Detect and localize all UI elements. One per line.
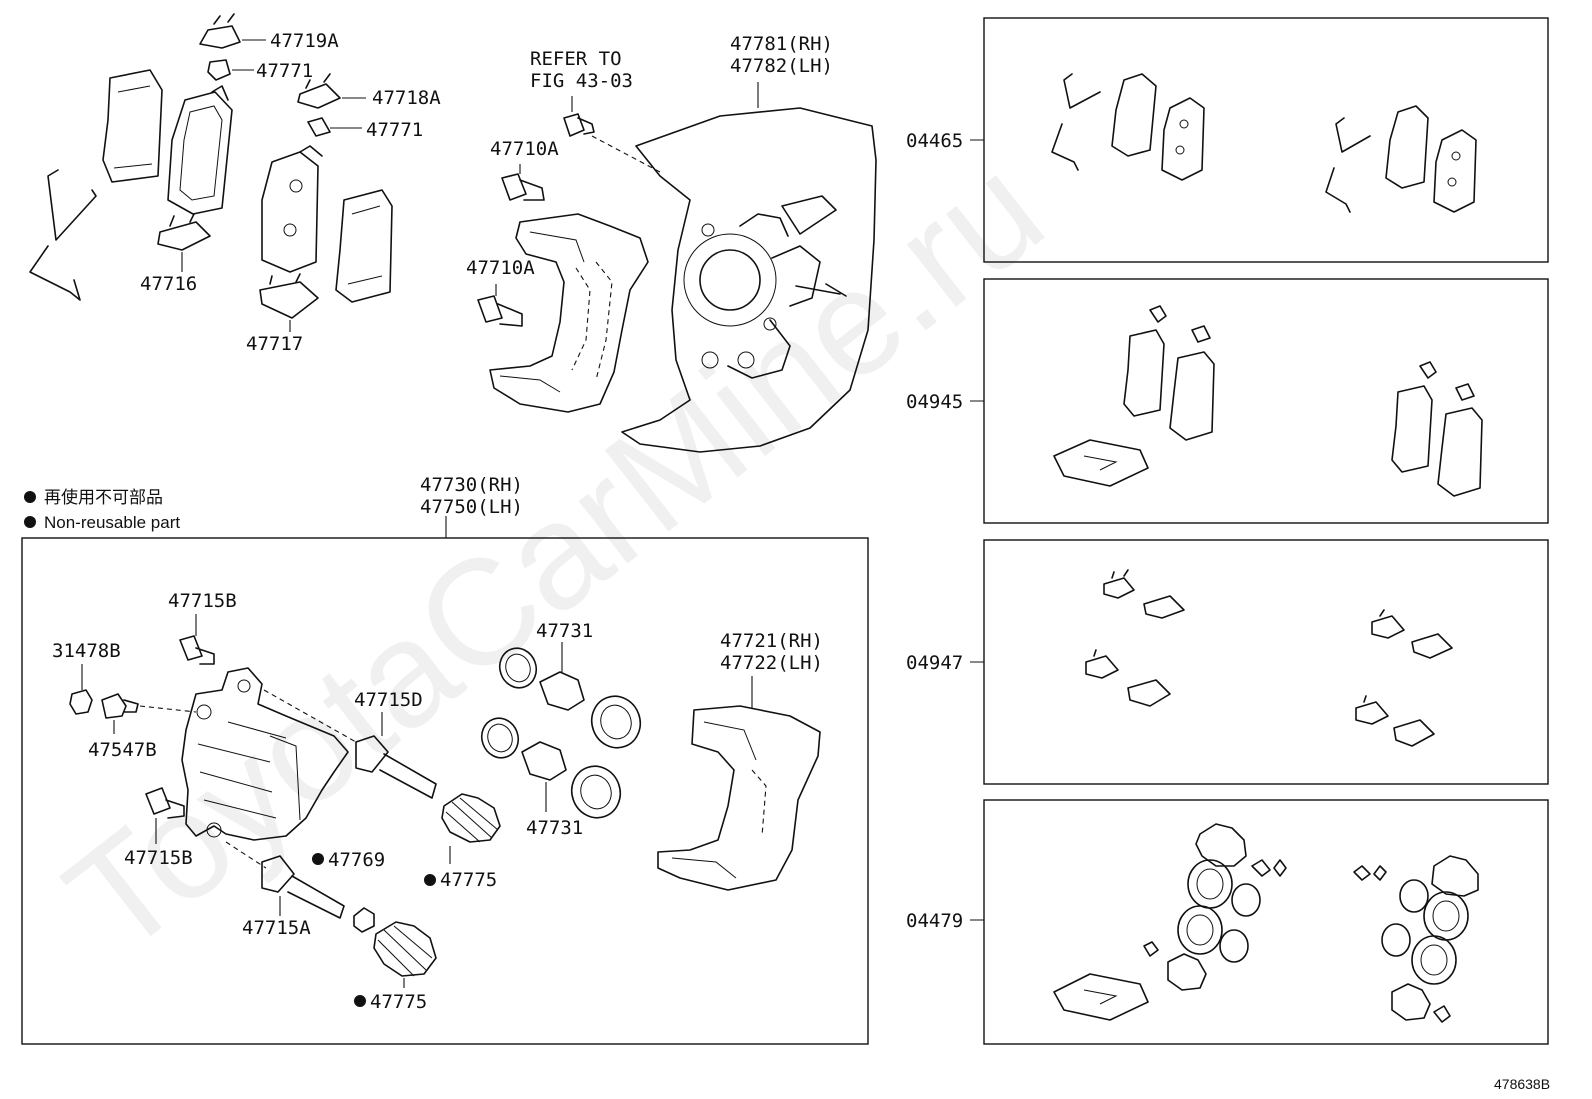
label-47775-b: 47775 bbox=[370, 991, 427, 1013]
label-47710A-top: 47710A bbox=[490, 138, 559, 160]
label-47718A: 47718A bbox=[372, 87, 441, 109]
ref-line2: FIG 43-03 bbox=[530, 70, 633, 92]
figure-number: 478638B bbox=[1494, 1076, 1550, 1092]
label-47716: 47716 bbox=[140, 273, 197, 295]
kit-label-04947: 04947 bbox=[906, 652, 963, 674]
part-labels: 47719A 47771 47718A 47771 47716 47717 RE… bbox=[52, 30, 1550, 1092]
label-47775-a: 47775 bbox=[440, 869, 497, 891]
cylinder-boot-upper bbox=[590, 695, 642, 749]
pad-group bbox=[29, 13, 393, 332]
nonreusable-bullet-47769 bbox=[312, 853, 324, 865]
clip-47718A bbox=[297, 73, 341, 109]
kit-box-04947 bbox=[983, 539, 1549, 785]
legend-ja: 再使用不可部品 bbox=[44, 487, 163, 507]
caliper-assembly-box bbox=[21, 537, 869, 1045]
label-47750: 47750(LH) bbox=[420, 496, 523, 518]
kit-label-04465: 04465 bbox=[906, 130, 963, 152]
kit-box-04465 bbox=[983, 17, 1549, 263]
label-47719A: 47719A bbox=[270, 30, 339, 52]
caliper-body bbox=[181, 667, 349, 841]
kit-label-04479: 04479 bbox=[906, 910, 963, 932]
clip-47771-a bbox=[207, 59, 231, 81]
piston-seal-upper bbox=[498, 647, 538, 689]
label-47715B-top: 47715B bbox=[168, 590, 237, 612]
legend-bullet-ja bbox=[24, 491, 36, 503]
shim-outer bbox=[102, 69, 163, 183]
legend-bullet-en bbox=[24, 516, 36, 528]
bleeder-cap bbox=[69, 689, 93, 715]
disc-dust-shield bbox=[621, 82, 877, 453]
label-47769: 47769 bbox=[328, 849, 385, 871]
mounting-group bbox=[477, 96, 661, 413]
cylinder-boot-lower bbox=[570, 765, 622, 819]
label-47722: 47722(LH) bbox=[720, 652, 823, 674]
label-47715D: 47715D bbox=[354, 689, 423, 711]
label-31478B: 31478B bbox=[52, 640, 121, 662]
label-47771-b: 47771 bbox=[366, 119, 423, 141]
clip-47716 bbox=[157, 213, 211, 251]
bolt-47710A-top bbox=[501, 173, 545, 201]
kit-panels bbox=[970, 17, 1549, 1045]
kit-04465-contents bbox=[1051, 73, 1477, 213]
label-47731-bottom: 47731 bbox=[526, 817, 583, 839]
clip-47717 bbox=[259, 273, 319, 319]
label-47782: 47782(LH) bbox=[730, 55, 833, 77]
caliper-bracket-47721 bbox=[657, 705, 821, 891]
bolt-47710A-bottom bbox=[477, 295, 523, 327]
kit-box-04945 bbox=[983, 278, 1549, 524]
pad-outer bbox=[167, 91, 233, 215]
pad-inner bbox=[261, 151, 319, 273]
kit-box-04479 bbox=[983, 799, 1549, 1045]
pad-spring-lower bbox=[29, 245, 81, 301]
slide-pin-47715A bbox=[261, 855, 345, 919]
bolt-ref bbox=[563, 113, 595, 137]
caliper-group bbox=[69, 614, 821, 1007]
bolt-47715B-top bbox=[179, 635, 215, 665]
label-47771-a: 47771 bbox=[256, 60, 313, 82]
label-47547B: 47547B bbox=[88, 739, 157, 761]
shim-inner bbox=[335, 189, 393, 303]
bolt-47715B-bottom bbox=[145, 787, 185, 819]
piston-lower bbox=[521, 741, 567, 781]
kit-04479-contents bbox=[1053, 823, 1479, 1023]
kit-04945-contents bbox=[1053, 305, 1483, 497]
kit-04947-contents bbox=[1085, 569, 1453, 747]
label-47715A: 47715A bbox=[242, 917, 311, 939]
label-47730: 47730(RH) bbox=[420, 474, 523, 496]
ref-line1: REFER TO bbox=[530, 48, 622, 70]
legend-en: Non-reusable part bbox=[44, 513, 180, 532]
clip-47771-b bbox=[307, 117, 331, 137]
slide-pin-47715D bbox=[355, 735, 437, 799]
label-47731-top: 47731 bbox=[536, 620, 593, 642]
nonreusable-bullet-47775a bbox=[424, 874, 436, 886]
clip-47719A bbox=[199, 13, 241, 49]
label-47721: 47721(RH) bbox=[720, 630, 823, 652]
bleeder-plug bbox=[101, 693, 139, 719]
label-47710A-bottom: 47710A bbox=[466, 257, 535, 279]
label-47717: 47717 bbox=[246, 333, 303, 355]
kit-label-04945: 04945 bbox=[906, 391, 963, 413]
piston-upper bbox=[539, 671, 585, 711]
boot-47775-lower bbox=[373, 921, 437, 977]
pad-spring-upper bbox=[47, 169, 97, 241]
boot-47775-upper bbox=[441, 793, 501, 843]
label-47781: 47781(RH) bbox=[730, 33, 833, 55]
bushing-47769 bbox=[353, 907, 375, 933]
caliper-mounting-bracket bbox=[489, 213, 649, 413]
nonreusable-bullet-47775b bbox=[354, 995, 366, 1007]
label-47715B-bottom: 47715B bbox=[124, 847, 193, 869]
legend: 再使用不可部品 Non-reusable part bbox=[24, 487, 180, 532]
piston-seal-lower bbox=[480, 717, 520, 759]
